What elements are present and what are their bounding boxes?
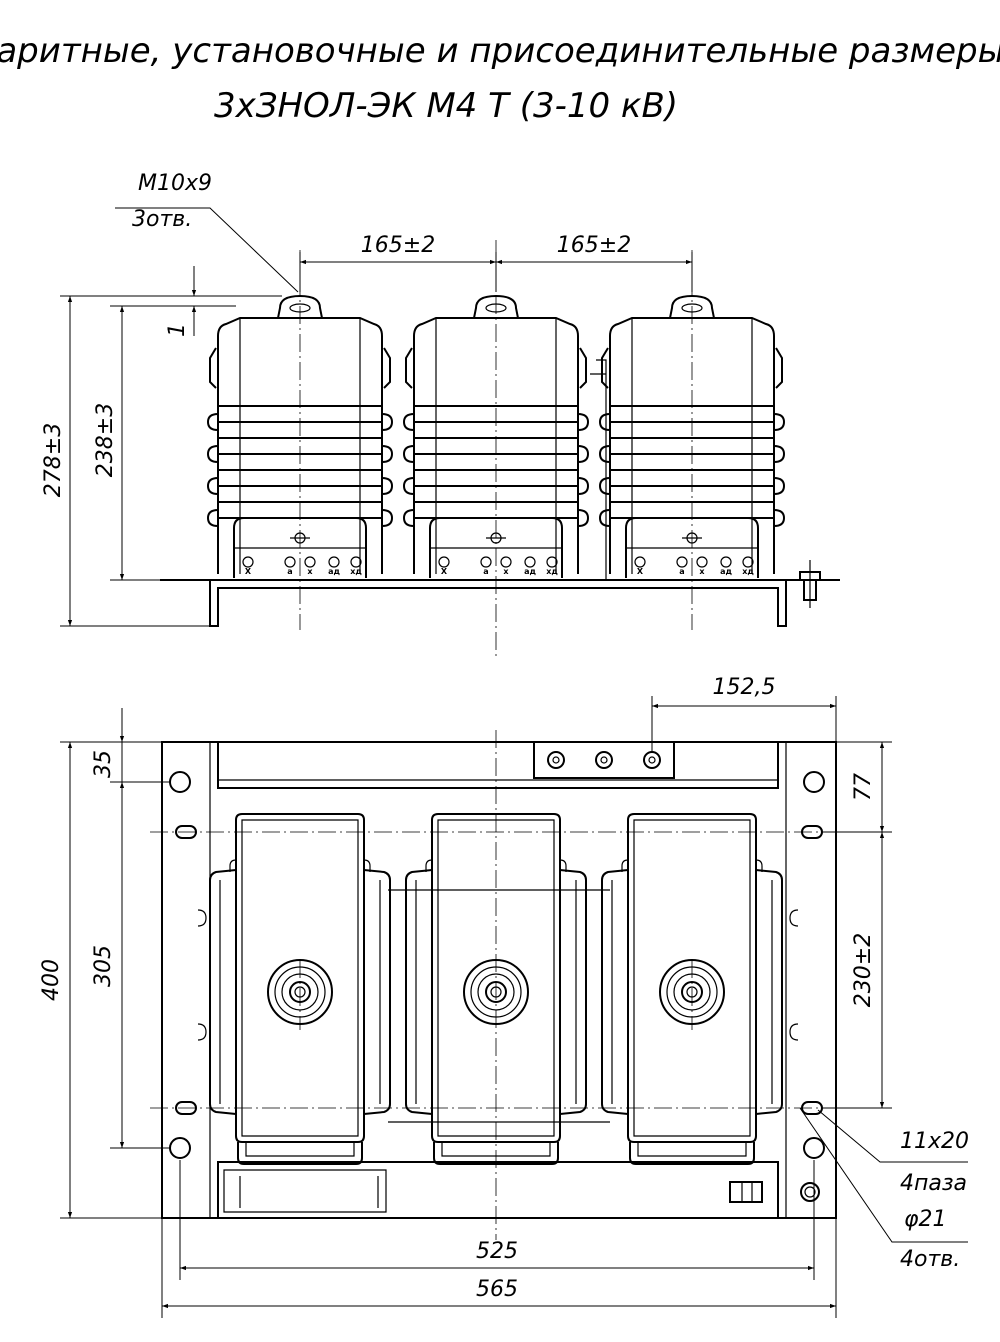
title-line-1: Габаритные, установочные и присоединител… [0, 31, 1000, 71]
mounting-holes [169, 771, 825, 1202]
terminal-label: aд [328, 567, 340, 576]
terminal-label: x [307, 567, 313, 576]
terminal-label: xд [350, 567, 362, 576]
callout-hole-count: 4отв. [900, 1247, 960, 1272]
dim-right-top: 77 [851, 773, 876, 801]
terminal-label: a [483, 567, 488, 576]
terminal-label: aд [524, 567, 536, 576]
terminal-label: X [245, 567, 252, 576]
front-base-plate [160, 359, 840, 627]
mounting-slots [175, 825, 823, 1115]
dim-width-inner: 525 [476, 1239, 518, 1264]
terminal-labels-2: X a x aд xд [441, 567, 558, 576]
front-center-axes [299, 240, 693, 660]
terminal-label: xд [546, 567, 558, 576]
callout-slots-holes: 11х20 4паза φ21 4отв. [799, 1107, 969, 1272]
dim-offset-value: 152,5 [713, 675, 776, 700]
callout-thread-holes: 3отв. [132, 207, 192, 232]
terminal-labels-1: X a x aд xд [245, 567, 362, 576]
dim-spacing-left: 165±2 [361, 233, 435, 258]
terminal-label: a [679, 567, 684, 576]
callout-slot-size: 11х20 [900, 1129, 969, 1154]
dim-left-total: 400 [39, 959, 64, 1001]
callout-thread-size: М10х9 [138, 171, 212, 196]
secondary-terminal-box [533, 741, 675, 779]
dim-front-spacing: 165±2 165±2 [299, 233, 693, 292]
front-view: X a x aд xд X a x aд xд X a x aд xд 165±… [41, 171, 840, 660]
dim-front-heights: 1 238±3 278±3 [41, 266, 282, 627]
terminal-label: X [637, 567, 644, 576]
dim-spacing-right: 165±2 [557, 233, 631, 258]
terminal-label: x [699, 567, 705, 576]
callout-slot-count: 4паза [900, 1171, 967, 1196]
dim-right-slots: 230±2 [851, 933, 876, 1007]
top-base-plate [161, 741, 837, 1219]
top-view: 152,5 35 305 400 77 230±2 11х20 4паза [39, 675, 969, 1318]
dim-step: 1 [165, 323, 190, 337]
terminal-label: x [503, 567, 509, 576]
dim-top-left: 35 305 400 [39, 708, 170, 1219]
dim-left-inner: 305 [91, 945, 116, 987]
callout-thread: М10х9 3отв. [115, 171, 299, 293]
dim-top-bottom: 525 565 [161, 1160, 837, 1318]
terminal-label: aд [720, 567, 732, 576]
terminal-label: xд [742, 567, 754, 576]
front-bolt [799, 560, 821, 608]
terminal-label: X [441, 567, 448, 576]
dim-offset: 152,5 [651, 675, 837, 752]
dim-top-right: 77 230±2 [822, 741, 892, 1109]
terminal-label: a [287, 567, 292, 576]
dim-top-margin: 35 [91, 750, 116, 778]
title-line-2: 3хЗНОЛ-ЭК М4 Т (3-10 кВ) [214, 86, 678, 126]
top-center-axes [150, 730, 850, 1240]
callout-hole-diameter: φ21 [904, 1207, 947, 1232]
dim-height-total: 278±3 [41, 423, 66, 497]
dim-width-total: 565 [476, 1277, 518, 1302]
terminal-labels-3: X a x aд xд [637, 567, 754, 576]
dim-height-body: 238±3 [93, 403, 118, 477]
